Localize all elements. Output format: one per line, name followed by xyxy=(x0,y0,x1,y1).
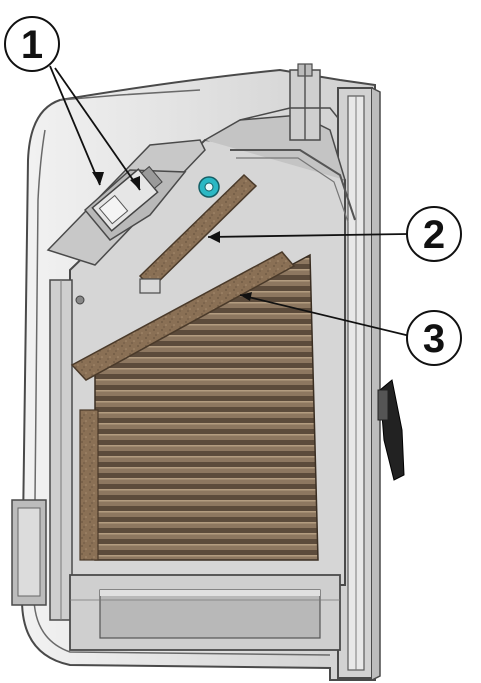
arrowhead-1a xyxy=(92,172,104,185)
top-mechanism xyxy=(239,63,339,141)
ash-drawer xyxy=(69,574,341,651)
arrowhead-1b xyxy=(130,176,140,190)
lower-baffle-plate xyxy=(70,251,296,381)
callout-1: 1 xyxy=(4,16,60,72)
sensor-ring-icon xyxy=(198,176,220,198)
arrowhead-3 xyxy=(240,292,252,301)
leader-line-1 xyxy=(49,65,101,186)
door-handle-icon[interactable] xyxy=(377,379,405,481)
leader-line-3 xyxy=(239,294,411,337)
heat-exchanger-block xyxy=(79,253,319,561)
leader-line-1b xyxy=(54,67,141,191)
component-housing-1 xyxy=(46,139,206,266)
callout-label-3: 3 xyxy=(423,317,445,361)
leader-line-2 xyxy=(207,233,409,238)
leader-arrowheads xyxy=(92,172,252,301)
upper-baffle-plate xyxy=(138,173,258,294)
leader-lines xyxy=(49,65,411,337)
callout-label-2: 2 xyxy=(423,213,445,257)
callout-2: 2 xyxy=(406,206,462,262)
arrowhead-2 xyxy=(208,231,220,243)
callout-3: 3 xyxy=(406,310,462,366)
left-inner-wall xyxy=(11,279,85,621)
callout-label-1: 1 xyxy=(21,23,43,67)
